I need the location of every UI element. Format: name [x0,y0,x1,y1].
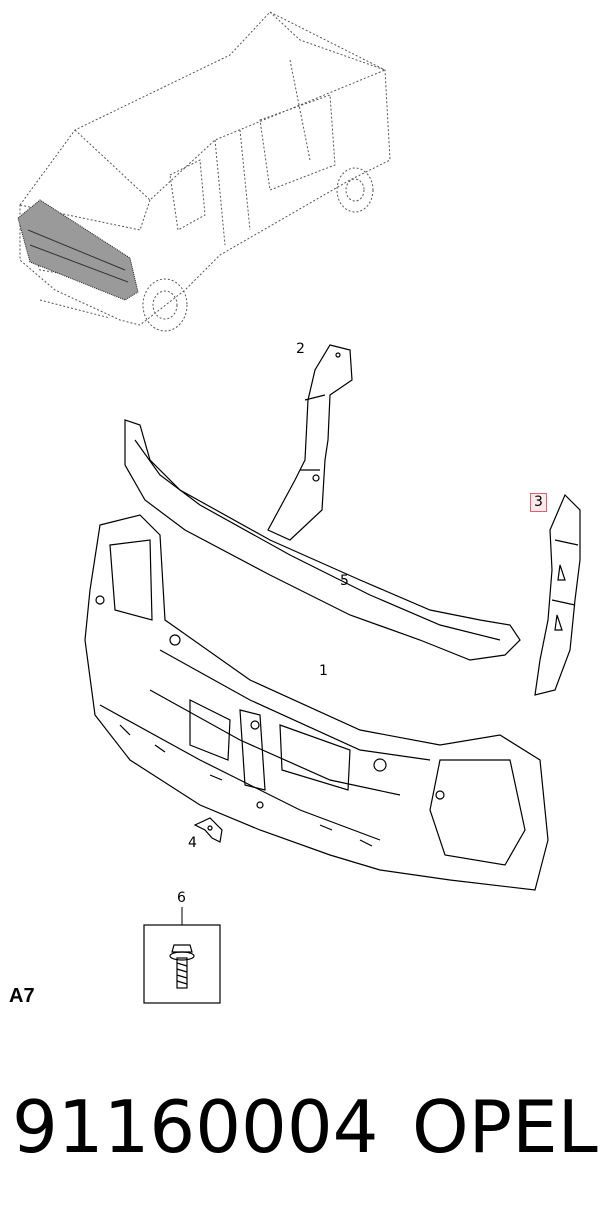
part-3-bracket [534,493,581,696]
section-code: A7 [9,985,35,1007]
callout-5: 5 [340,573,349,589]
brand-name: OPEL [412,1085,598,1169]
van-front-panel-highlight [17,199,139,301]
part-1-front-panel [84,514,549,891]
van-illustration [19,11,391,332]
part-2-bracket [267,344,353,541]
callout-6: 6 [177,890,186,906]
callout-3-highlighted[interactable]: 3 [530,493,547,512]
parts-diagram [17,11,581,1004]
callout-1: 1 [319,663,328,679]
footer-caption: 91160004 OPEL [12,1082,598,1172]
part-6-bolt-inset [143,907,221,1004]
part-4-clip [193,817,223,843]
callout-2: 2 [296,341,305,357]
callout-4: 4 [188,835,197,851]
part-5-cross-member [124,419,521,661]
part-number: 91160004 [12,1085,379,1169]
bolt-icon [169,944,195,989]
